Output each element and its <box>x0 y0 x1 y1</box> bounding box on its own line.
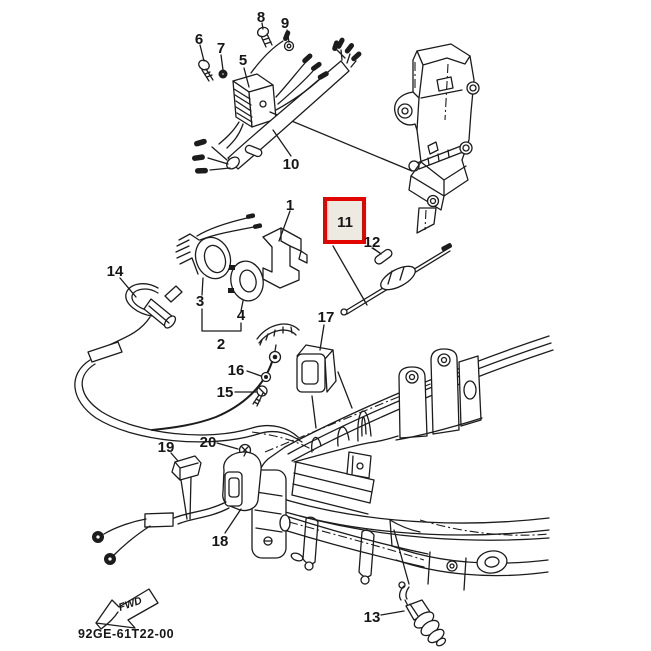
screw-6-drawing <box>198 59 214 82</box>
callout-18[interactable]: 18 <box>212 533 229 550</box>
callout-12[interactable]: 12 <box>364 234 381 251</box>
charge-coil-ring-drawing <box>228 260 264 302</box>
rectifier-drawing <box>232 73 413 172</box>
callout-8[interactable]: 8 <box>257 9 265 26</box>
callout-10[interactable]: 10 <box>283 156 300 173</box>
callout-2[interactable]: 2 <box>217 336 225 353</box>
callouts: 1 2 3 4 5 6 7 8 9 10 11 12 13 14 15 16 1… <box>107 9 381 626</box>
mount-bracket-drawing <box>394 43 480 234</box>
highlight-leader <box>332 245 368 306</box>
group-2-bracket-lines <box>201 308 242 332</box>
callout-13[interactable]: 13 <box>364 609 381 626</box>
grommet-drawing <box>296 344 353 429</box>
fwd-arrow: FWD <box>95 588 159 630</box>
callout-14[interactable]: 14 <box>107 263 124 280</box>
ignition-coil-drawing <box>175 213 263 280</box>
washer-16-drawing <box>260 371 272 383</box>
callout-11[interactable]: 11 <box>337 214 353 231</box>
callout-20[interactable]: 20 <box>200 434 217 451</box>
highlight-group[interactable] <box>323 197 368 306</box>
screw-15-drawing <box>252 385 268 407</box>
callout-9[interactable]: 9 <box>281 15 289 32</box>
stop-switch-drawing <box>92 451 262 565</box>
washer-9-drawing <box>283 40 295 52</box>
bottom-cowling-drawing <box>251 335 554 591</box>
coil-bracket-drawing <box>262 227 308 289</box>
plug-13-drawing <box>398 581 447 647</box>
part-code: 92GE-61T22-00 <box>78 627 174 641</box>
callout-1[interactable]: 1 <box>286 197 294 214</box>
callout-15[interactable]: 15 <box>217 384 234 401</box>
callout-5[interactable]: 5 <box>239 52 247 69</box>
highlight-box[interactable] <box>323 197 366 244</box>
callout-17[interactable]: 17 <box>318 309 335 326</box>
lead-wire-drawing <box>340 243 453 316</box>
wire-harness-drawing <box>191 30 362 174</box>
callout-7[interactable]: 7 <box>217 40 225 57</box>
clip-19-drawing <box>171 455 202 520</box>
callout-6[interactable]: 6 <box>195 31 203 48</box>
callout-19[interactable]: 19 <box>158 439 175 456</box>
lanyard-drawing <box>74 283 317 453</box>
nut-7-drawing <box>218 69 228 79</box>
callout-3[interactable]: 3 <box>196 293 204 310</box>
stop-cable-drawing <box>151 323 300 431</box>
callout-4[interactable]: 4 <box>237 307 246 324</box>
screw-8-drawing <box>256 26 273 48</box>
leader-lines <box>119 22 405 616</box>
callout-16[interactable]: 16 <box>228 362 245 379</box>
